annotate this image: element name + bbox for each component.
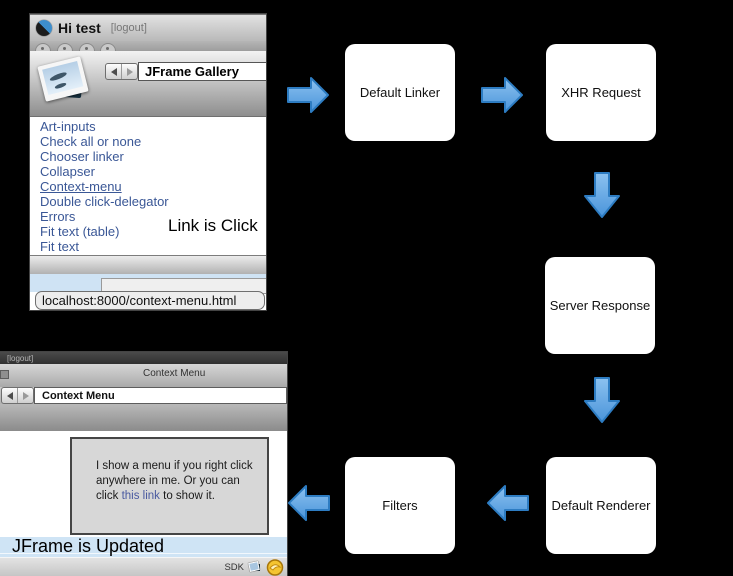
strip-button-icon[interactable] bbox=[100, 43, 116, 51]
logout-link[interactable]: [logout] bbox=[110, 22, 147, 34]
arrow-left-filters-to-window2 bbox=[288, 485, 330, 521]
forward-icon bbox=[22, 391, 29, 400]
window1-location-field[interactable]: JFrame Gallery bbox=[138, 62, 266, 81]
gallery-link[interactable]: Check all or none bbox=[40, 134, 142, 149]
gallery-link[interactable]: Fit text (table) bbox=[40, 224, 120, 239]
window2-highlight-bar bbox=[0, 537, 287, 557]
window2-page-content: I show a menu if you right click anywher… bbox=[0, 431, 287, 537]
instruction-line2: anywhere in me. Or you can click bbox=[96, 475, 240, 502]
gallery-link[interactable]: Art-inputs bbox=[40, 119, 96, 134]
flow-box-server-response: Server Response bbox=[545, 257, 655, 354]
gallery-link-context-menu[interactable]: Context-menu bbox=[40, 179, 122, 194]
arrow-down-server-response-to-renderer bbox=[584, 377, 620, 423]
window2-titlebar: [logout] bbox=[0, 352, 287, 364]
strip-button-icon[interactable] bbox=[57, 43, 73, 51]
highlight-bar-divider bbox=[0, 553, 287, 554]
status-url-tooltip: localhost:8000/context-menu.html bbox=[35, 291, 265, 310]
sdk-label: SDK bbox=[224, 562, 244, 573]
flow-box-default-renderer: Default Renderer bbox=[546, 457, 656, 554]
gallery-photo-icon bbox=[36, 53, 94, 111]
back-icon bbox=[110, 67, 117, 76]
forward-button[interactable] bbox=[17, 388, 33, 403]
forward-button[interactable] bbox=[121, 64, 137, 79]
gallery-link[interactable]: Fit text bbox=[40, 239, 80, 254]
gallery-link[interactable]: Errors bbox=[40, 209, 76, 224]
browser-window-context-menu: [logout] Context Menu Context Menu I sho… bbox=[0, 352, 287, 576]
show-menu-link[interactable]: this link bbox=[121, 490, 160, 502]
gallery-link[interactable]: Collapser bbox=[40, 164, 95, 179]
window2-header-bar: Context Menu bbox=[0, 364, 287, 387]
gallery-link-list: Art-inputs Check all or none Chooser lin… bbox=[30, 117, 266, 254]
context-menu-instructions: I show a menu if you right click anywher… bbox=[96, 459, 256, 504]
window1-nav-buttons bbox=[105, 63, 138, 80]
arrow-right-window1-to-default-linker bbox=[287, 77, 329, 113]
window2-location-field[interactable]: Context Menu bbox=[34, 387, 287, 404]
window-mini-icon bbox=[0, 370, 9, 379]
flow-box-filters: Filters bbox=[345, 457, 455, 554]
flow-box-xhr-request: XHR Request bbox=[546, 44, 656, 141]
strip-button-icon[interactable] bbox=[35, 43, 51, 51]
context-menu-target-box[interactable]: I show a menu if you right click anywher… bbox=[70, 437, 269, 535]
window2-toolbar bbox=[0, 404, 287, 432]
window1-button-strip bbox=[30, 41, 266, 51]
sdk-photo-icon[interactable] bbox=[248, 561, 262, 574]
flow-box-default-linker: Default Linker bbox=[345, 44, 455, 141]
sdk-swirl-icon[interactable] bbox=[266, 559, 285, 576]
instruction-line3-rest: to show it. bbox=[159, 490, 215, 502]
window2-nav-buttons bbox=[1, 387, 34, 404]
forward-icon bbox=[126, 67, 133, 76]
window2-page-title: Context Menu bbox=[143, 368, 206, 379]
window1-title: Hi test bbox=[58, 20, 101, 36]
browser-window-gallery: Hi test [logout] JFrame Gallery Art-inpu… bbox=[30, 14, 266, 310]
window2-nav-row: Context Menu bbox=[0, 387, 287, 404]
window1-highlight-bar bbox=[30, 274, 266, 294]
window2-status-bar: SDK bbox=[0, 557, 287, 576]
instruction-line1: I show a menu if you right click bbox=[96, 460, 253, 472]
arrow-right-default-linker-to-xhr bbox=[481, 77, 523, 113]
window1-titlebar: Hi test [logout] bbox=[30, 14, 266, 42]
back-button[interactable] bbox=[2, 388, 17, 403]
back-icon bbox=[6, 391, 13, 400]
window1-lower-bar bbox=[30, 255, 266, 275]
logout-link[interactable]: [logout] bbox=[7, 353, 34, 363]
back-button[interactable] bbox=[106, 64, 121, 79]
app-logo-icon bbox=[36, 20, 52, 36]
gallery-link[interactable]: Chooser linker bbox=[40, 149, 124, 164]
window1-page-content: Art-inputs Check all or none Chooser lin… bbox=[30, 117, 266, 255]
window1-toolbar: JFrame Gallery bbox=[30, 51, 266, 117]
caption-jframe-is-updated: JFrame is Updated bbox=[12, 536, 165, 556]
caption-link-is-clicked: Link is Click bbox=[168, 216, 258, 235]
arrow-left-renderer-to-filters bbox=[487, 485, 529, 521]
arrow-down-xhr-to-server-response bbox=[584, 172, 620, 218]
strip-button-icon[interactable] bbox=[79, 43, 95, 51]
gallery-link[interactable]: Double click-delegator bbox=[40, 194, 169, 209]
